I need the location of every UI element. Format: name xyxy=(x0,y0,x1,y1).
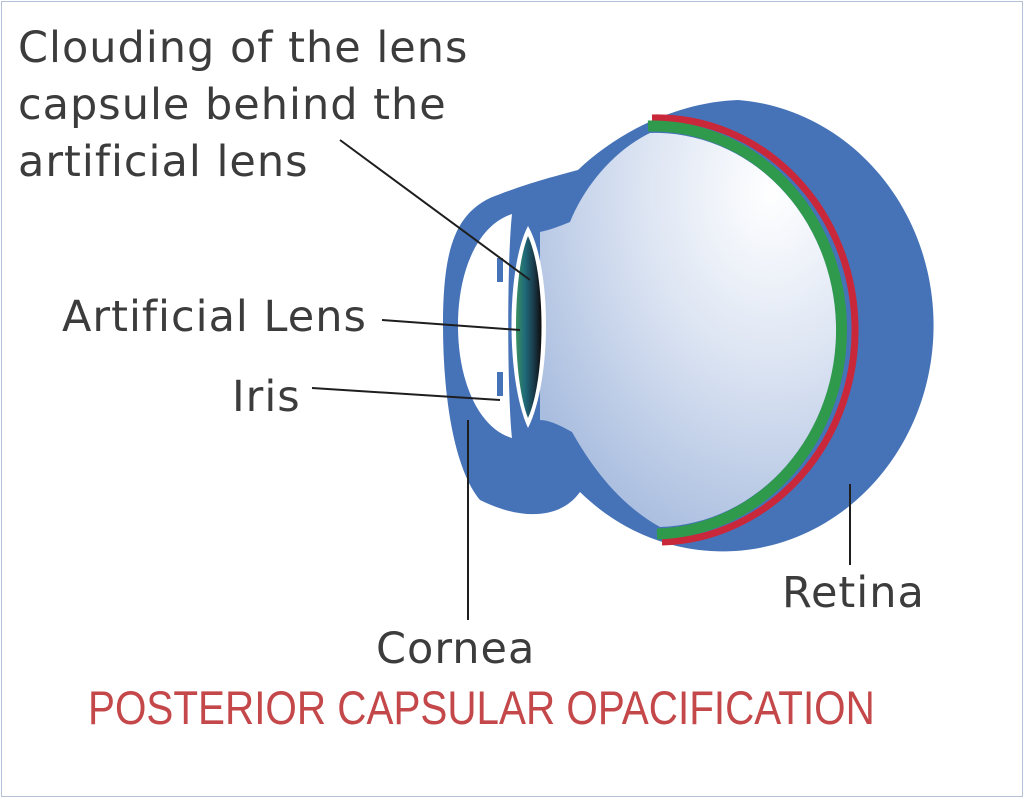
label-iris: Iris xyxy=(232,372,301,422)
leader-artificial-lens xyxy=(381,319,521,331)
leader-iris xyxy=(311,387,501,401)
label-artificial-lens: Artificial Lens xyxy=(62,292,367,342)
label-retina: Retina xyxy=(782,568,925,618)
retina-green-layer xyxy=(647,120,847,540)
vitreous-body xyxy=(540,132,837,527)
iris-upper xyxy=(497,258,503,282)
label-capsule-clouding: Clouding of the lens capsule behind the … xyxy=(18,23,469,187)
diagram-title: POSTERIOR CAPSULAR OPACIFICATION xyxy=(88,681,875,734)
leader-capsule xyxy=(339,139,531,281)
iris-lower xyxy=(497,372,503,396)
retina-red-layer xyxy=(651,114,859,546)
label-cornea: Cornea xyxy=(376,624,536,674)
artificial-lens xyxy=(516,236,542,418)
